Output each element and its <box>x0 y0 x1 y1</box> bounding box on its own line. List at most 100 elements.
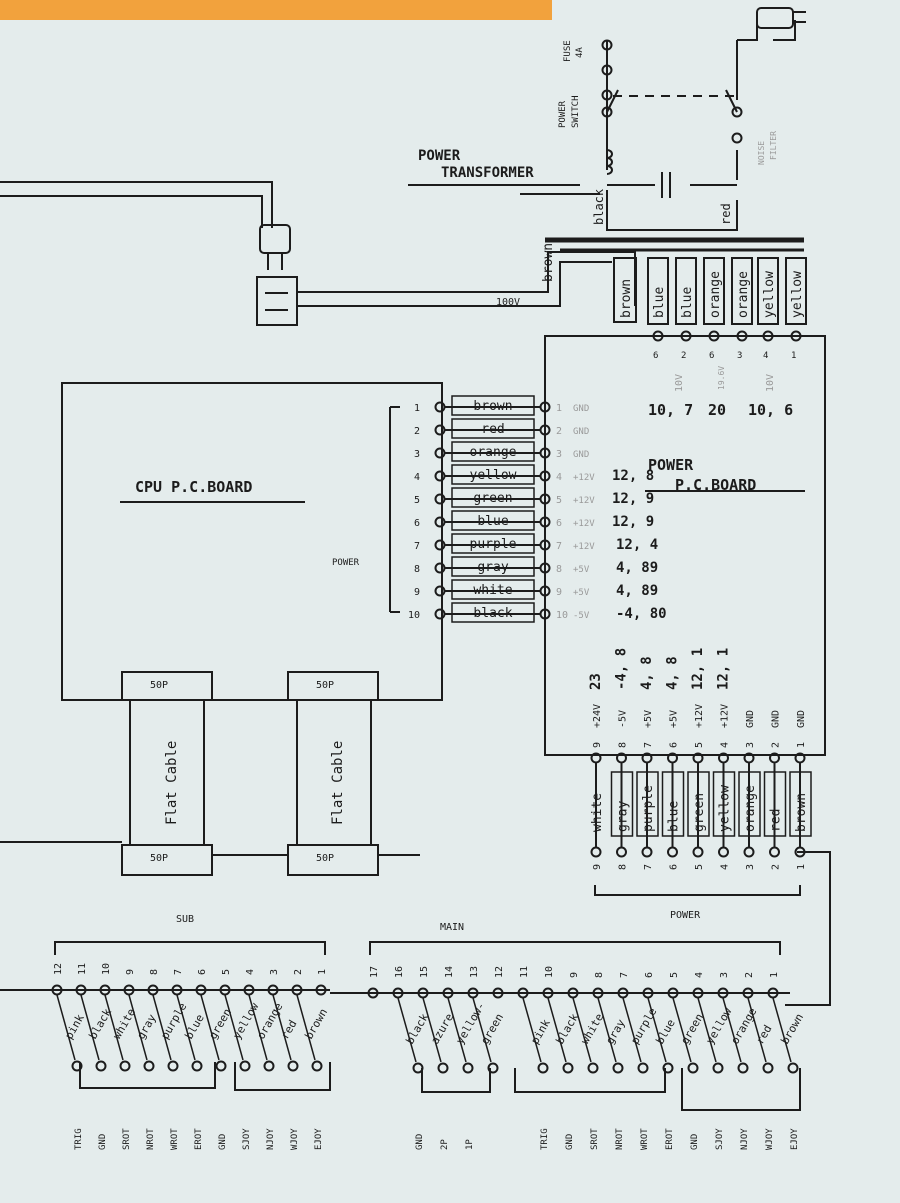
power-board-pin-number: 10 <box>556 610 568 621</box>
power-out-pin-top <box>743 752 755 764</box>
power-board-signal: +12V <box>573 473 595 483</box>
main-wire-green: green <box>678 1011 706 1046</box>
main-pin <box>742 987 754 999</box>
transformer-wire-box <box>703 257 725 325</box>
power-out-pin-bottom <box>769 846 780 858</box>
power-out-wire-box <box>738 771 761 837</box>
power-board-signal: GND <box>573 404 589 414</box>
main-pin-number: 4 <box>694 972 705 978</box>
main-switch-contact <box>662 1062 674 1074</box>
transformer-wire-orange: orange <box>708 271 723 318</box>
power-board-pin <box>539 539 551 551</box>
power-board-signal: -5V <box>573 611 590 621</box>
sub-pin <box>243 984 255 996</box>
power-out-pin-top <box>667 752 678 764</box>
main-pin-number: 5 <box>669 972 680 978</box>
sub-pin-number: 1 <box>317 969 328 975</box>
main-wire-green: green <box>478 1011 506 1046</box>
power-out-pin-top <box>616 752 627 764</box>
power-out-signal: +12V <box>720 704 731 728</box>
main-pin-number: 14 <box>444 966 455 978</box>
power-board-pin <box>539 585 551 597</box>
cpu-wire-box <box>451 602 535 623</box>
power-out-measured: 4, 8 <box>639 656 655 690</box>
main-switch-lever <box>447 997 467 1063</box>
cpu-wire-box <box>451 556 535 577</box>
main-signal-EJOY: EJOY <box>790 1128 800 1150</box>
sub-wire-brown: brown <box>302 1006 330 1041</box>
sub-switch-lever <box>56 994 76 1061</box>
sub-signal-WROT: WROT <box>170 1128 180 1150</box>
cpu-pin <box>434 447 446 459</box>
power-board-pin-number: 4 <box>556 472 562 483</box>
power-board-pin-number: 2 <box>556 426 562 437</box>
main-pin <box>717 987 729 999</box>
main-switch-lever <box>697 997 717 1063</box>
main-pin <box>592 987 604 999</box>
power-side-label: POWER <box>332 558 360 568</box>
power-out-pin-number: 1 <box>796 742 807 748</box>
sub-signal-SROT: SROT <box>122 1128 132 1150</box>
sub-switch-lever <box>272 994 292 1061</box>
main-switch-lever <box>522 997 542 1063</box>
transformer-pin-number: 6 <box>709 351 714 361</box>
sub-common-return-b <box>234 1062 331 1091</box>
main-common-return-c <box>681 1068 801 1111</box>
sub-pin <box>51 984 63 996</box>
cpu-wire-box <box>451 464 535 485</box>
main-switch-contact <box>537 1062 549 1074</box>
main-switch-contact <box>787 1062 799 1074</box>
cpu-pin-number: 9 <box>414 587 420 598</box>
main-signal-1P: 1P <box>465 1139 475 1150</box>
main-pin <box>542 987 554 999</box>
main-pin-number: 8 <box>594 972 605 978</box>
sub-switch-contact <box>239 1060 251 1072</box>
power-out-pin-number: 7 <box>643 742 654 748</box>
main-switch-contact <box>737 1062 749 1074</box>
cpu-wire-green: green <box>473 491 512 506</box>
cpu-pin-number: 8 <box>414 564 420 575</box>
sub-pin <box>171 984 183 996</box>
power-out-pin-bottom <box>590 846 602 858</box>
sub-pin <box>99 984 111 996</box>
main-common-return-b <box>514 1068 666 1093</box>
sub-wire-red: red <box>278 1018 299 1042</box>
power-board-pin <box>539 516 551 528</box>
cpu-pin <box>434 608 446 620</box>
power-out-measured: 12, 1 <box>690 648 706 690</box>
flat-cable-label-left: Flat Cable <box>164 741 180 825</box>
main-pin <box>442 987 454 999</box>
power-out-wire-box <box>789 771 812 837</box>
power-out-pin-number: 8 <box>618 742 629 748</box>
sub-pin <box>267 984 279 996</box>
main-signal-NJOY: NJOY <box>740 1128 750 1150</box>
sub-pin-number: 8 <box>149 969 160 975</box>
sub-pin-number: 12 <box>53 963 64 975</box>
main-signal-2P: 2P <box>440 1139 450 1150</box>
main-signal-SJOY: SJOY <box>715 1128 725 1150</box>
power-board-signal: +12V <box>573 519 595 529</box>
sub-pin-number: 3 <box>269 969 280 975</box>
power-out-pin-number: 9 <box>592 742 603 748</box>
power-board-pin-number: 5 <box>556 495 562 506</box>
brown-wire-label: brown <box>541 243 556 282</box>
transformer-wire-blue: blue <box>652 287 667 318</box>
main-switch-contact <box>612 1062 624 1074</box>
power-board-pin-number: 8 <box>556 564 562 575</box>
power-out-measured: 23 <box>588 673 604 690</box>
cpu-pin <box>434 493 446 505</box>
transformer-pin <box>790 330 802 342</box>
cpu-pin-number: 10 <box>408 610 420 621</box>
fifty-pin-label: 50P <box>150 853 168 864</box>
fuse-label: FUSE <box>563 40 573 62</box>
power-board-pin <box>539 562 551 574</box>
power-out-wire-box <box>687 771 710 837</box>
main-wire-black: black <box>553 1011 581 1047</box>
power-out-pin-number: 4 <box>720 742 731 748</box>
cpu-pin <box>434 424 446 436</box>
voltage-10v-label-b: 10V <box>765 374 776 392</box>
power-out-pin-bottom <box>692 846 704 858</box>
power-out-signal: +12V <box>694 704 705 728</box>
